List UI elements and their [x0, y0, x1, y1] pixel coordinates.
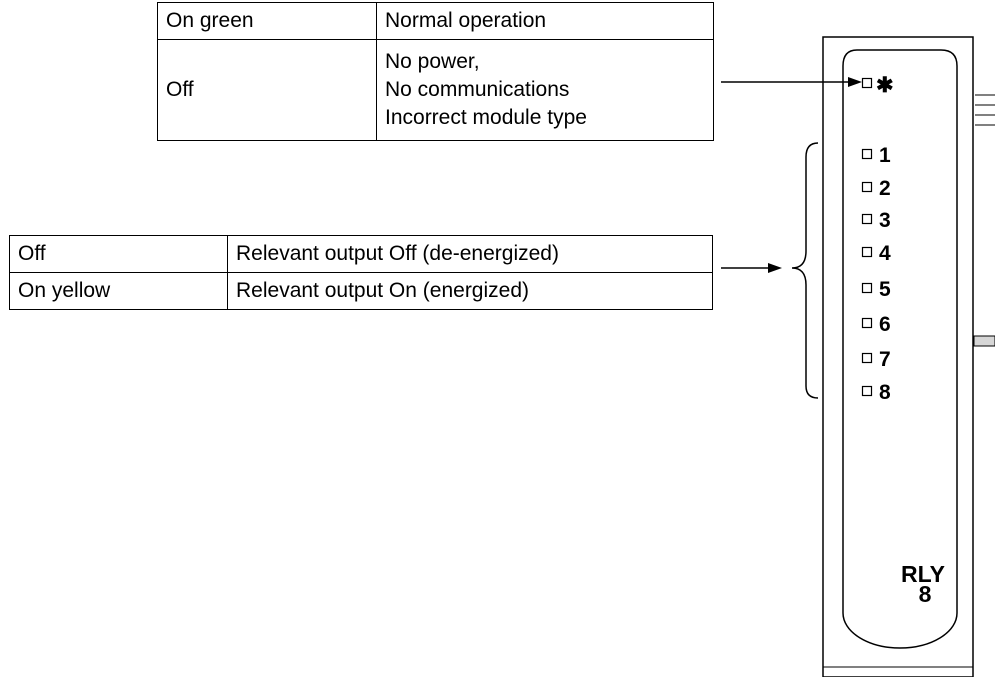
description-line: Normal operation	[385, 9, 547, 32]
power-led-symbol: ✱	[876, 74, 894, 97]
table-row: On green Normal operation	[157, 2, 714, 40]
output-led-indicator	[861, 385, 873, 397]
table-row: Off Relevant output Off (de-energized)	[9, 235, 713, 273]
led-description-cell: No power, No communications Incorrect mo…	[376, 39, 714, 141]
output-led: 6	[861, 313, 891, 336]
output-led: 4	[861, 242, 891, 265]
output-led-indicator	[861, 317, 873, 329]
led-description-cell: Normal operation	[376, 2, 714, 40]
power-led-status-table: On green Normal operation Off No power, …	[157, 2, 714, 141]
model-label-line1: RLY	[901, 561, 945, 587]
output-led-label: 3	[879, 209, 891, 232]
output-led-status-table: Off Relevant output Off (de-energized) O…	[9, 235, 713, 310]
output-led-indicator	[861, 213, 873, 225]
output-led-indicator	[861, 148, 873, 160]
module-housing	[822, 36, 974, 677]
led-state-cell: Off	[9, 235, 228, 273]
power-led-arrowhead	[848, 77, 862, 87]
output-led-label: 5	[879, 278, 891, 301]
output-led-brace	[791, 142, 819, 399]
model-label-line2: 8	[919, 581, 932, 607]
table-row: Off No power, No communications Incorrec…	[157, 39, 714, 141]
description-line: No power,	[385, 50, 480, 73]
output-led-indicator	[861, 282, 873, 294]
output-led: 3	[861, 209, 891, 232]
output-led: 1	[861, 144, 891, 167]
output-led: 5	[861, 278, 891, 301]
output-led-indicator	[861, 246, 873, 258]
output-led: 2	[861, 177, 891, 200]
side-latch	[973, 335, 995, 347]
led-description-cell: Relevant output Off (de-energized)	[227, 235, 713, 273]
led-description-cell: Relevant output On (energized)	[227, 272, 713, 310]
table-row: On yellow Relevant output On (energized)	[9, 272, 713, 310]
output-led: 7	[861, 348, 891, 371]
description-line: Incorrect module type	[385, 106, 587, 129]
output-led-label: 7	[879, 348, 891, 371]
output-led-indicator	[861, 181, 873, 193]
output-led-label: 8	[879, 381, 891, 404]
led-state-cell: On yellow	[9, 272, 228, 310]
output-led: 8	[861, 381, 891, 404]
output-led-arrowhead	[768, 263, 782, 273]
output-led-label: 1	[879, 144, 891, 167]
output-led-label: 2	[879, 177, 891, 200]
power-led-indicator	[861, 77, 873, 89]
output-led-indicator	[861, 352, 873, 364]
description-line: No communications	[385, 78, 570, 101]
output-led-label: 6	[879, 313, 891, 336]
output-led-label: 4	[879, 242, 891, 265]
led-state-cell: On green	[157, 2, 377, 40]
front-panel-window	[842, 49, 958, 649]
